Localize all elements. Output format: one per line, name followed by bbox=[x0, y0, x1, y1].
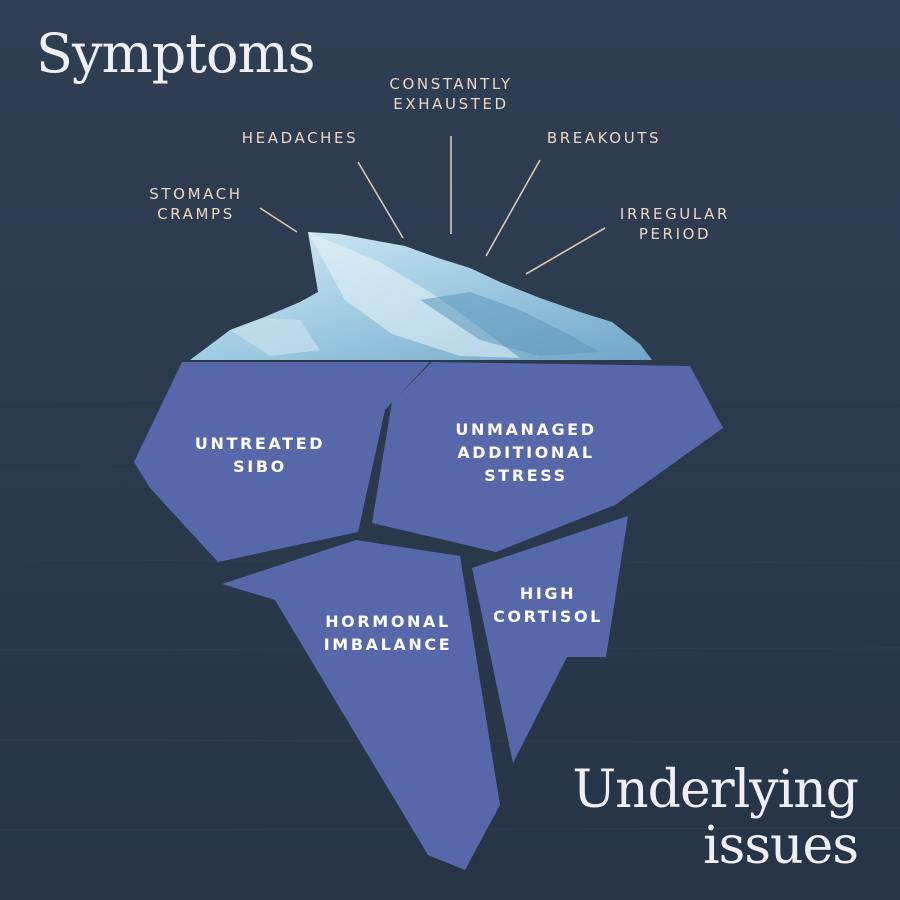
underlying-issues-title-line2: issues bbox=[703, 816, 859, 876]
symptoms-title: Symptoms bbox=[36, 22, 315, 85]
symptom-label-line: HEADACHES bbox=[241, 129, 359, 147]
symptom-label-line: CONSTANTLY bbox=[389, 75, 513, 93]
symptom-label-breakouts: BREAKOUTS bbox=[530, 128, 678, 148]
issue-label-line: UNMANAGED bbox=[455, 420, 597, 439]
issue-label-line: CORTISOL bbox=[493, 607, 603, 626]
issue-label-line: HORMONAL bbox=[325, 612, 451, 631]
issue-label-hormonal-imbalance: HORMONAL IMBALANCE bbox=[306, 610, 470, 656]
symptom-label-line: IRREGULAR bbox=[619, 205, 731, 223]
symptom-label-stomach-cramps: STOMACH CRAMPS bbox=[132, 184, 260, 224]
issue-label-line: STRESS bbox=[484, 466, 568, 485]
underwater-blocks bbox=[134, 362, 723, 870]
issue-label-line: SIBO bbox=[233, 457, 287, 476]
symptom-label-constantly-exhausted: CONSTANTLY EXHAUSTED bbox=[366, 74, 536, 114]
underlying-issues-title-line1: Underlying bbox=[572, 760, 859, 820]
symptom-leader-lines bbox=[259, 136, 606, 275]
leader-line-headaches bbox=[357, 161, 404, 239]
symptom-label-irregular-period: IRREGULAR PERIOD bbox=[606, 204, 744, 244]
leader-line-stomach-cramps bbox=[259, 207, 298, 233]
symptom-label-line: STOMACH bbox=[149, 185, 243, 203]
symptom-label-line: CRAMPS bbox=[157, 205, 235, 223]
issue-label-line: HIGH bbox=[519, 584, 577, 603]
underlying-issues-title: Underlying issues bbox=[572, 760, 859, 876]
issue-label-line: UNTREATED bbox=[194, 434, 326, 453]
symptom-label-line: PERIOD bbox=[638, 225, 712, 243]
block-hormonal-imbalance bbox=[222, 540, 500, 870]
block-untreated-sibo bbox=[134, 362, 430, 562]
symptom-label-line: EXHAUSTED bbox=[393, 95, 509, 113]
issue-label-line: ADDITIONAL bbox=[457, 443, 595, 462]
issue-label-line: IMBALANCE bbox=[323, 635, 453, 654]
block-high-cortisol bbox=[472, 516, 628, 763]
issue-label-unmanaged-additional-stress: UNMANAGED ADDITIONAL STRESS bbox=[436, 418, 616, 487]
issue-label-untreated-sibo: UNTREATED SIBO bbox=[180, 432, 340, 478]
symptom-label-headaches: HEADACHES bbox=[226, 128, 374, 148]
issue-label-high-cortisol: HIGH CORTISOL bbox=[478, 582, 618, 628]
symptom-label-line: BREAKOUTS bbox=[546, 129, 662, 147]
block-unmanaged-additional-stress bbox=[372, 362, 723, 552]
iceberg-tip bbox=[190, 232, 652, 360]
leader-line-irregular-period bbox=[525, 227, 606, 275]
leader-line-breakouts bbox=[485, 159, 541, 257]
